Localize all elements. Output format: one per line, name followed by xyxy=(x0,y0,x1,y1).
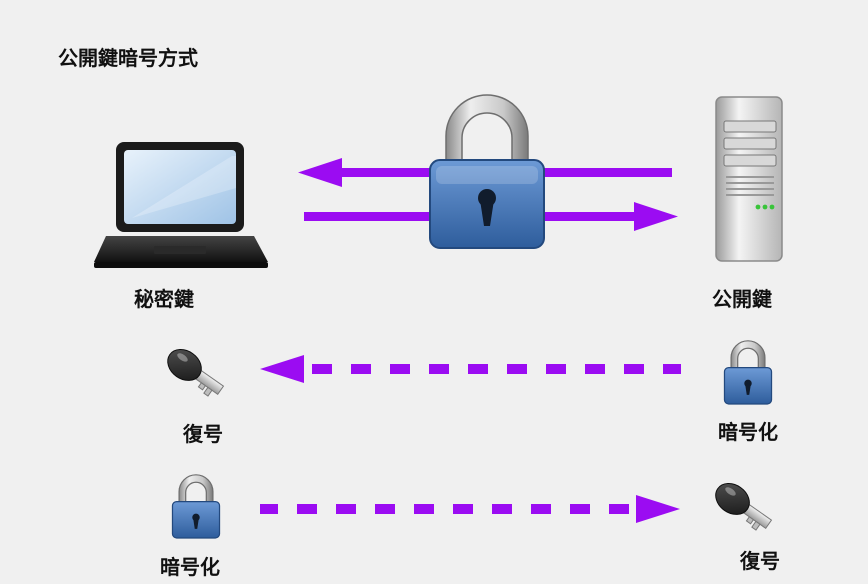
decrypt-label: 復号 xyxy=(183,422,223,446)
decrypt-label: 復号 xyxy=(740,549,780,573)
key-icon xyxy=(715,483,773,531)
padlock-icon xyxy=(429,94,545,249)
arrow-dashed-left xyxy=(260,355,681,383)
server-icon xyxy=(715,96,783,262)
small-padlock-icon xyxy=(171,474,221,539)
private-key-label: 秘密鍵 xyxy=(134,287,194,311)
encrypt-label: 暗号化 xyxy=(718,420,778,444)
public-key-label: 公開鍵 xyxy=(712,287,772,311)
key-icon xyxy=(167,349,225,397)
page-title: 公開鍵暗号方式 xyxy=(58,46,198,70)
small-padlock-icon xyxy=(723,340,773,405)
encrypt-label: 暗号化 xyxy=(160,555,220,579)
arrow-dashed-right xyxy=(260,495,680,523)
laptop-icon xyxy=(94,142,268,268)
